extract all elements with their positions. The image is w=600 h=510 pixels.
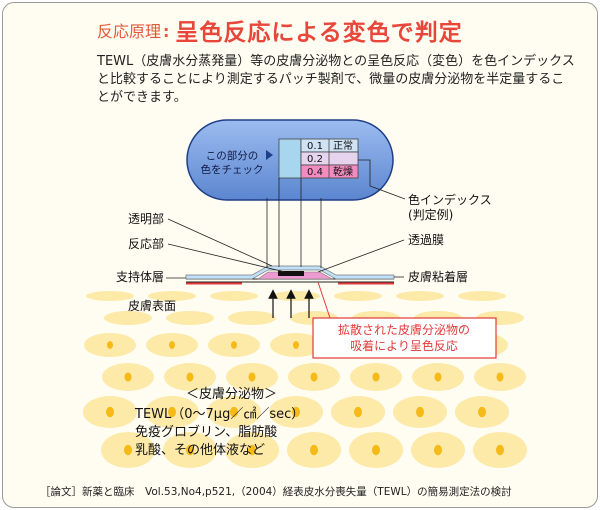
label-color-index-sub: (判定例) (408, 207, 453, 222)
skin-cell (272, 291, 320, 301)
page-title: 反応原理: 呈色反応による変色で判定 (97, 13, 463, 47)
cell-nucleus (293, 341, 299, 349)
cell-nucleus (231, 341, 237, 349)
title-main: 呈色反応による変色で判定 (175, 20, 463, 46)
skin-cell (104, 311, 152, 325)
cell-nucleus (169, 341, 175, 349)
title-prefix: 反応原理 (97, 22, 162, 41)
cell-nucleus (372, 444, 380, 456)
cell-nucleus (230, 406, 238, 418)
window-label-2: 色をチェック (201, 163, 264, 176)
cell-nucleus (186, 372, 194, 382)
cell-nucleus (124, 372, 132, 382)
cell-nucleus (496, 444, 504, 456)
label-reaction: 反応部 (128, 236, 164, 251)
skin-cell (210, 291, 258, 301)
title-colon: : (163, 22, 170, 41)
cell-nucleus (354, 406, 362, 418)
intro-text: TEWL（皮膚水分蒸発量）等の皮膚分泌物との呈色反応（変色）を色インデックスと比… (97, 54, 575, 105)
index-label-1: 正常 (333, 139, 353, 152)
cell-nucleus (434, 372, 442, 382)
index-value-1: 0.1 (307, 141, 323, 152)
skin-cell (396, 291, 444, 301)
reaction-part (278, 271, 304, 276)
cell-nucleus (248, 444, 256, 456)
label-color-index: 色インデックス (408, 192, 492, 207)
index-value-2: 0.2 (307, 154, 323, 165)
callout-line-1: 拡散された皮膚分泌物の (338, 322, 470, 337)
index-value-3: 0.4 (307, 167, 323, 178)
callout-box (312, 317, 497, 359)
skin-cell (148, 291, 196, 301)
pointer-triangle-icon (266, 150, 273, 160)
skin-cell (228, 311, 276, 325)
cell-nucleus (107, 341, 113, 349)
skin-cell (86, 291, 134, 301)
cell-nucleus (124, 444, 132, 456)
cell-nucleus (292, 406, 300, 418)
skin-cell (166, 311, 214, 325)
cell-nucleus (434, 444, 442, 456)
index-label-3: 乾燥 (333, 165, 353, 178)
callout-pointer (317, 281, 331, 319)
cell-nucleus (372, 372, 380, 382)
secretion-item-3: 乳酸、その他体液など (135, 443, 265, 458)
cell-nucleus (496, 372, 504, 382)
cell-nucleus (416, 406, 424, 418)
callout-line-2: 吸着により呈色反応 (350, 338, 458, 353)
label-support: 支持体層 (116, 269, 164, 284)
cell-nucleus (168, 406, 176, 418)
skin-cells (83, 291, 527, 468)
cell-nucleus (478, 406, 486, 418)
secretion-item-2: 免疫グロブリン、脂肪酸 (135, 424, 277, 440)
secretions-heading: ＜皮膚分泌物＞ (186, 386, 277, 402)
label-skin-surface: 皮膚表面 (128, 298, 176, 313)
label-transparent: 透明部 (128, 211, 164, 226)
cell-nucleus (106, 406, 114, 418)
citation: ［論文］新薬と臨床 Vol.53,No4,p521,（2004）経表皮水分喪失量… (40, 486, 512, 498)
cell-nucleus (248, 372, 256, 382)
color-sample (278, 138, 302, 179)
secretion-item-1: TEWL（0～7μg／㎠／sec） (134, 407, 304, 422)
skin-cell (334, 291, 382, 301)
skin-cell (458, 291, 506, 301)
cell-nucleus (186, 444, 194, 456)
cell-nucleus (310, 444, 318, 456)
transparent-layer (185, 265, 395, 280)
label-adhesive: 皮膚粘着層 (408, 269, 468, 284)
label-membrane: 透過膜 (408, 233, 444, 247)
index-leader (358, 159, 406, 200)
color-index-chart: 0.1 正常 0.2 0.4 乾燥 (300, 138, 359, 179)
index-row-3 (300, 164, 359, 179)
cell-nucleus (310, 372, 318, 382)
window-label-1: この部分の (206, 149, 259, 162)
